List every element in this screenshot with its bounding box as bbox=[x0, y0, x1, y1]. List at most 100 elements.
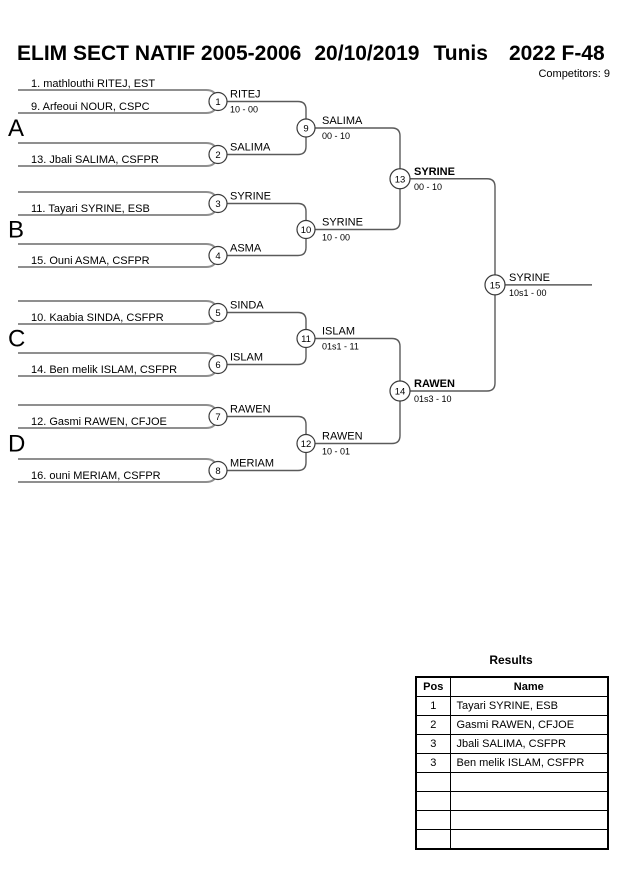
group-label: C bbox=[8, 326, 25, 353]
result-name bbox=[449, 829, 609, 850]
results-title: Results bbox=[489, 653, 533, 667]
match-circle bbox=[208, 193, 228, 214]
result-name: Gasmi RAWEN, CFJOE bbox=[449, 715, 609, 735]
player-name: 12. Gasmi RAWEN, CFJOE bbox=[31, 416, 167, 428]
page-title: ELIM SECT NATIF 2005-2006 20/10/2019 Tun… bbox=[17, 42, 605, 66]
winner-line bbox=[227, 137, 307, 156]
player-name: 11. Tayari SYRINE, ESB bbox=[31, 203, 150, 215]
player-name: 16. ouni MERIAM, CSFPR bbox=[31, 470, 161, 482]
match-number: 7 bbox=[215, 412, 220, 423]
match-number: 13 bbox=[395, 174, 406, 185]
result-pos bbox=[415, 772, 451, 792]
match-circle bbox=[389, 380, 411, 402]
winner-line bbox=[227, 347, 307, 366]
player-line bbox=[18, 352, 217, 361]
player-line bbox=[18, 243, 217, 252]
title-date: 20/10/2019 bbox=[314, 42, 420, 65]
match-number: 2 bbox=[215, 150, 220, 161]
player-name: 1. mathlouthi RITEJ, EST bbox=[31, 78, 155, 90]
winner-line bbox=[315, 188, 401, 231]
winner-label: SALIMA bbox=[230, 142, 271, 154]
winner-label: RAWEN bbox=[230, 404, 271, 416]
match-score: 10s1 - 00 bbox=[509, 288, 547, 298]
result-pos: 1 bbox=[415, 696, 451, 716]
match-number: 12 bbox=[301, 439, 312, 450]
match-circle bbox=[296, 433, 316, 454]
match-number: 8 bbox=[215, 466, 220, 477]
player-line bbox=[18, 300, 217, 309]
winner-label: SYRINE bbox=[322, 217, 363, 229]
title-category: 2022 F-48 bbox=[508, 42, 605, 65]
winner-line bbox=[315, 337, 401, 381]
match-score: 10 - 00 bbox=[230, 105, 258, 115]
winner-line bbox=[410, 294, 496, 392]
match-number: 15 bbox=[490, 280, 501, 291]
winner-label: RITEJ bbox=[230, 89, 261, 101]
match-circle bbox=[208, 354, 228, 375]
result-name bbox=[449, 772, 609, 792]
winner-label: SALIMA bbox=[322, 115, 363, 127]
player-line bbox=[18, 191, 217, 200]
winner-label: ISLAM bbox=[230, 352, 263, 364]
player-line bbox=[18, 142, 217, 151]
results-header-row: Pos Name bbox=[415, 676, 609, 697]
match-circle bbox=[296, 328, 316, 349]
winner-line bbox=[227, 238, 307, 257]
results-row bbox=[415, 772, 609, 792]
winner-label: RAWEN bbox=[414, 378, 455, 390]
match-number: 10 bbox=[301, 225, 312, 236]
match-circle bbox=[208, 460, 228, 481]
results-row bbox=[415, 791, 609, 811]
match-circle bbox=[208, 245, 228, 266]
winner-label: SINDA bbox=[230, 300, 264, 312]
match-number: 6 bbox=[215, 360, 220, 371]
results-row bbox=[415, 810, 609, 830]
player-name: 10. Kaabia SINDA, CSFPR bbox=[31, 312, 164, 324]
winner-label: SYRINE bbox=[230, 191, 271, 203]
result-name: Tayari SYRINE, ESB bbox=[449, 696, 609, 716]
results-col-pos: Pos bbox=[415, 676, 451, 697]
result-pos bbox=[415, 810, 451, 830]
match-score: 10 - 00 bbox=[322, 233, 350, 243]
winner-line bbox=[227, 100, 307, 119]
match-number: 4 bbox=[215, 251, 220, 262]
winner-line bbox=[315, 127, 401, 169]
match-score: 00 - 10 bbox=[322, 131, 350, 141]
match-number: 3 bbox=[215, 199, 220, 210]
title-city: Tunis bbox=[433, 42, 488, 65]
player-name: 14. Ben melik ISLAM, CSFPR bbox=[31, 364, 177, 376]
result-pos: 3 bbox=[415, 734, 451, 754]
group-label: D bbox=[8, 431, 25, 458]
result-pos: 2 bbox=[415, 715, 451, 735]
result-name bbox=[449, 791, 609, 811]
results-row bbox=[415, 829, 609, 850]
winner-label: MERIAM bbox=[230, 458, 274, 470]
title-event: ELIM SECT NATIF 2005-2006 bbox=[17, 42, 302, 65]
match-circle bbox=[389, 168, 411, 190]
match-number: 1 bbox=[215, 97, 220, 108]
group-label: B bbox=[8, 217, 24, 244]
winner-line bbox=[227, 202, 307, 221]
winner-label: ISLAM bbox=[322, 326, 355, 338]
match-score: 10 - 01 bbox=[322, 447, 350, 457]
winner-line bbox=[315, 401, 401, 445]
player-name: 13. Jbali SALIMA, CSFPR bbox=[31, 154, 159, 166]
player-name: 9. Arfeoui NOUR, CSPC bbox=[31, 101, 150, 113]
match-circle bbox=[208, 91, 228, 112]
winner-line bbox=[410, 178, 496, 275]
match-number: 11 bbox=[301, 334, 311, 345]
result-name bbox=[449, 810, 609, 830]
match-circle bbox=[208, 302, 228, 323]
match-circle bbox=[208, 406, 228, 427]
match-score: 01s1 - 11 bbox=[322, 342, 359, 352]
match-number: 14 bbox=[395, 387, 406, 398]
group-label: A bbox=[8, 115, 24, 142]
player-line bbox=[18, 89, 217, 98]
